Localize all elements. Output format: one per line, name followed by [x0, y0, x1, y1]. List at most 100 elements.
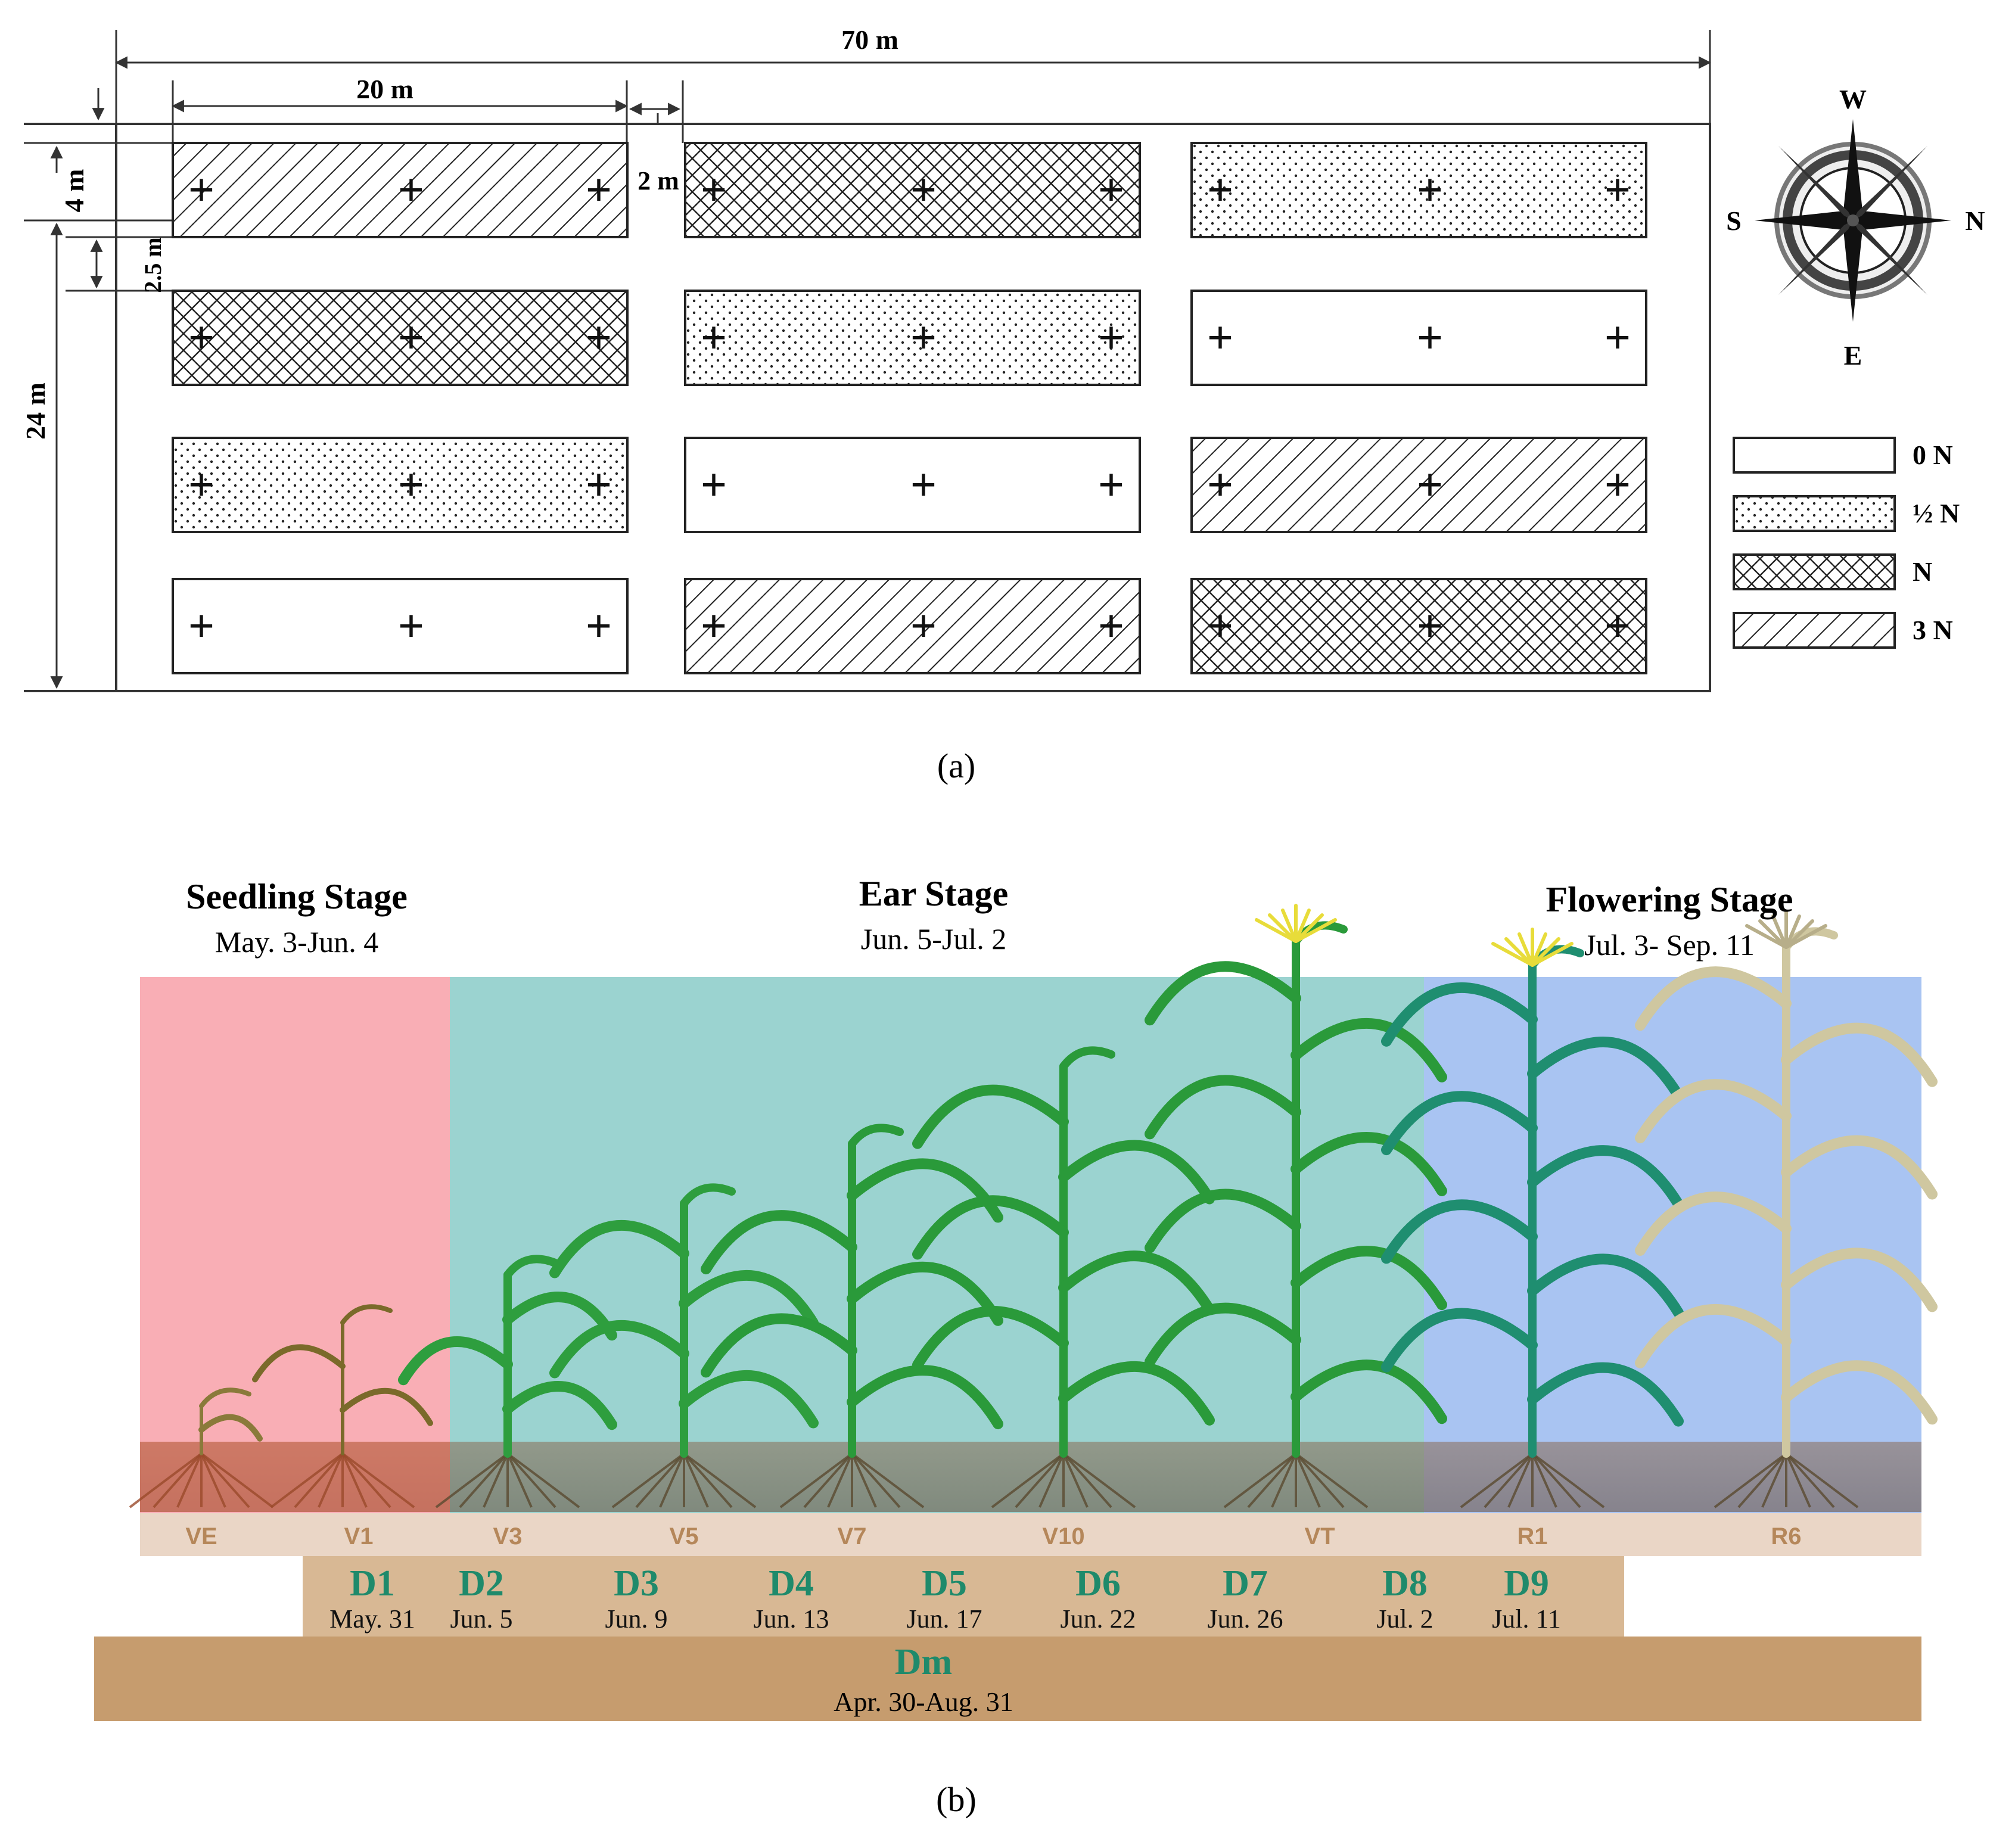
- dataset-d9-date: Jul. 11: [1492, 1604, 1561, 1634]
- dimension-margin-top-label: 4 m: [59, 169, 89, 213]
- dataset-d6-label: D6: [1075, 1563, 1121, 1604]
- sample-marker: +: [1098, 600, 1124, 652]
- sample-marker: +: [1417, 600, 1443, 652]
- sample-marker: +: [188, 312, 214, 363]
- treatment-legend: 0 N ½ N N 3 N: [1733, 437, 1960, 649]
- plot-r2-c1-cross: [172, 290, 629, 386]
- sample-marker: +: [586, 600, 612, 652]
- dataset-d7-label: D7: [1223, 1563, 1268, 1604]
- compass-needles: [1755, 119, 1951, 322]
- sample-marker: +: [1604, 164, 1631, 216]
- dataset-d2-date: Jun. 5: [450, 1604, 512, 1634]
- sample-marker: +: [1604, 312, 1631, 363]
- stage-region-flowering: [1424, 977, 1921, 1513]
- sample-marker: +: [1098, 312, 1124, 363]
- sample-marker: +: [1417, 459, 1443, 511]
- dataset-d4-date: Jun. 13: [753, 1604, 829, 1634]
- legend-swatch-hatch: [1733, 612, 1896, 649]
- plot-grid: ++++++++++++++++++++++++++++++++++++: [172, 142, 1647, 674]
- growth-stage-ve: VE: [185, 1523, 217, 1550]
- maize-plant-ve: [129, 1387, 274, 1508]
- maize-plant-r6: [1635, 910, 1938, 1508]
- dataset-d3-date: Jun. 9: [605, 1604, 667, 1634]
- plot-r1-c1-hatch: [172, 142, 629, 238]
- dataset-d1-date: May. 31: [329, 1604, 415, 1634]
- sample-marker: +: [910, 459, 937, 511]
- main-dataset-label: Dm: [895, 1642, 952, 1682]
- dimension-plot-length-label: 20 m: [356, 74, 413, 104]
- sample-marker: +: [398, 459, 424, 511]
- sample-marker: +: [1417, 312, 1443, 363]
- plot-r2-c2-dots: [684, 290, 1141, 386]
- maize-plant-v10: [912, 1046, 1215, 1508]
- legend-label: ½ N: [1913, 498, 1960, 528]
- dataset-d5-label: D5: [922, 1563, 967, 1604]
- growth-stage-v1: V1: [344, 1523, 374, 1550]
- legend-swatch-dots: [1733, 495, 1896, 532]
- plot-r4-c3-cross: [1190, 578, 1647, 674]
- dataset-d3-label: D3: [614, 1563, 659, 1604]
- growth-stage-v5: V5: [670, 1523, 699, 1550]
- dataset-d9-label: D9: [1504, 1563, 1549, 1604]
- maize-plant-v5: [549, 1183, 819, 1508]
- dataset-band: [303, 1556, 1624, 1637]
- growth-stage-panel: Seedling Stage May. 3-Jun. 4 Ear Stage J…: [94, 874, 1938, 1819]
- maize-plants: [129, 904, 1938, 1508]
- dataset-d5-date: Jun. 17: [906, 1604, 982, 1634]
- maize-plant-v7: [701, 1124, 1003, 1508]
- sample-marker: +: [188, 600, 214, 652]
- legend-label: 3 N: [1913, 615, 1953, 645]
- sample-marker: +: [398, 312, 424, 363]
- sample-marker: +: [188, 459, 214, 511]
- field-boundary: [115, 123, 1711, 692]
- sample-marker: +: [398, 600, 424, 652]
- plot-r3-c3-hatch: [1190, 437, 1647, 533]
- plot-r4-c2-hatch: [684, 578, 1141, 674]
- growth-stage-r1: R1: [1517, 1523, 1547, 1550]
- maize-plant-v1: [252, 1304, 433, 1508]
- growth-stage-v3: V3: [493, 1523, 523, 1550]
- sample-marker: +: [701, 164, 727, 216]
- compass-label-top: W: [1839, 84, 1867, 114]
- legend-label: N: [1913, 556, 1932, 587]
- sample-marker: +: [586, 312, 612, 363]
- sample-marker: +: [701, 600, 727, 652]
- field-layout-panel: 70 m 20 m 2 m 4 m 2.5 m 24 m +++++++++++…: [20, 24, 1985, 785]
- sample-marker: +: [910, 164, 937, 216]
- sample-marker: +: [1604, 600, 1631, 652]
- stage-dates-flowering: Jul. 3- Sep. 11: [1584, 928, 1755, 962]
- dimension-gap-vertical-label: 2.5 m: [139, 237, 166, 293]
- dataset-d1-label: D1: [350, 1563, 395, 1604]
- sample-marker: +: [398, 164, 424, 216]
- sample-marker: +: [701, 312, 727, 363]
- sample-marker: +: [1604, 459, 1631, 511]
- plot-r3-c2-blank: [684, 437, 1141, 533]
- sample-marker: +: [701, 459, 727, 511]
- growth-stage-vt: VT: [1304, 1523, 1335, 1550]
- stage-region-seedling: [140, 977, 450, 1513]
- sample-marker: +: [910, 600, 937, 652]
- sample-marker: +: [1417, 164, 1443, 216]
- sample-marker: +: [1098, 459, 1124, 511]
- panel-a-caption: (a): [937, 746, 975, 785]
- maize-plant-v3: [398, 1255, 617, 1508]
- legend-swatch-cross: [1733, 553, 1896, 590]
- dimension-total-width-label: 24 m: [20, 382, 51, 440]
- panel-b-caption: (b): [936, 1780, 977, 1819]
- stage-title-flowering: Flowering Stage: [1546, 880, 1793, 919]
- plot-r3-c1-dots: [172, 437, 629, 533]
- growth-stage-r6: R6: [1771, 1523, 1801, 1550]
- dataset-d8-label: D8: [1382, 1563, 1428, 1604]
- legend-label: 0 N: [1913, 440, 1953, 470]
- sample-marker: +: [1098, 164, 1124, 216]
- sample-marker: +: [1207, 459, 1233, 511]
- compass-label-bottom: E: [1844, 340, 1862, 371]
- sample-marker: +: [188, 164, 214, 216]
- compass-rose: W E S N: [1726, 84, 1985, 371]
- sample-marker: +: [1207, 600, 1233, 652]
- sample-marker: +: [586, 164, 612, 216]
- dataset-d7-date: Jun. 26: [1207, 1604, 1283, 1634]
- dataset-d8-date: Jul. 2: [1376, 1604, 1433, 1634]
- main-dataset-band: [94, 1637, 1921, 1721]
